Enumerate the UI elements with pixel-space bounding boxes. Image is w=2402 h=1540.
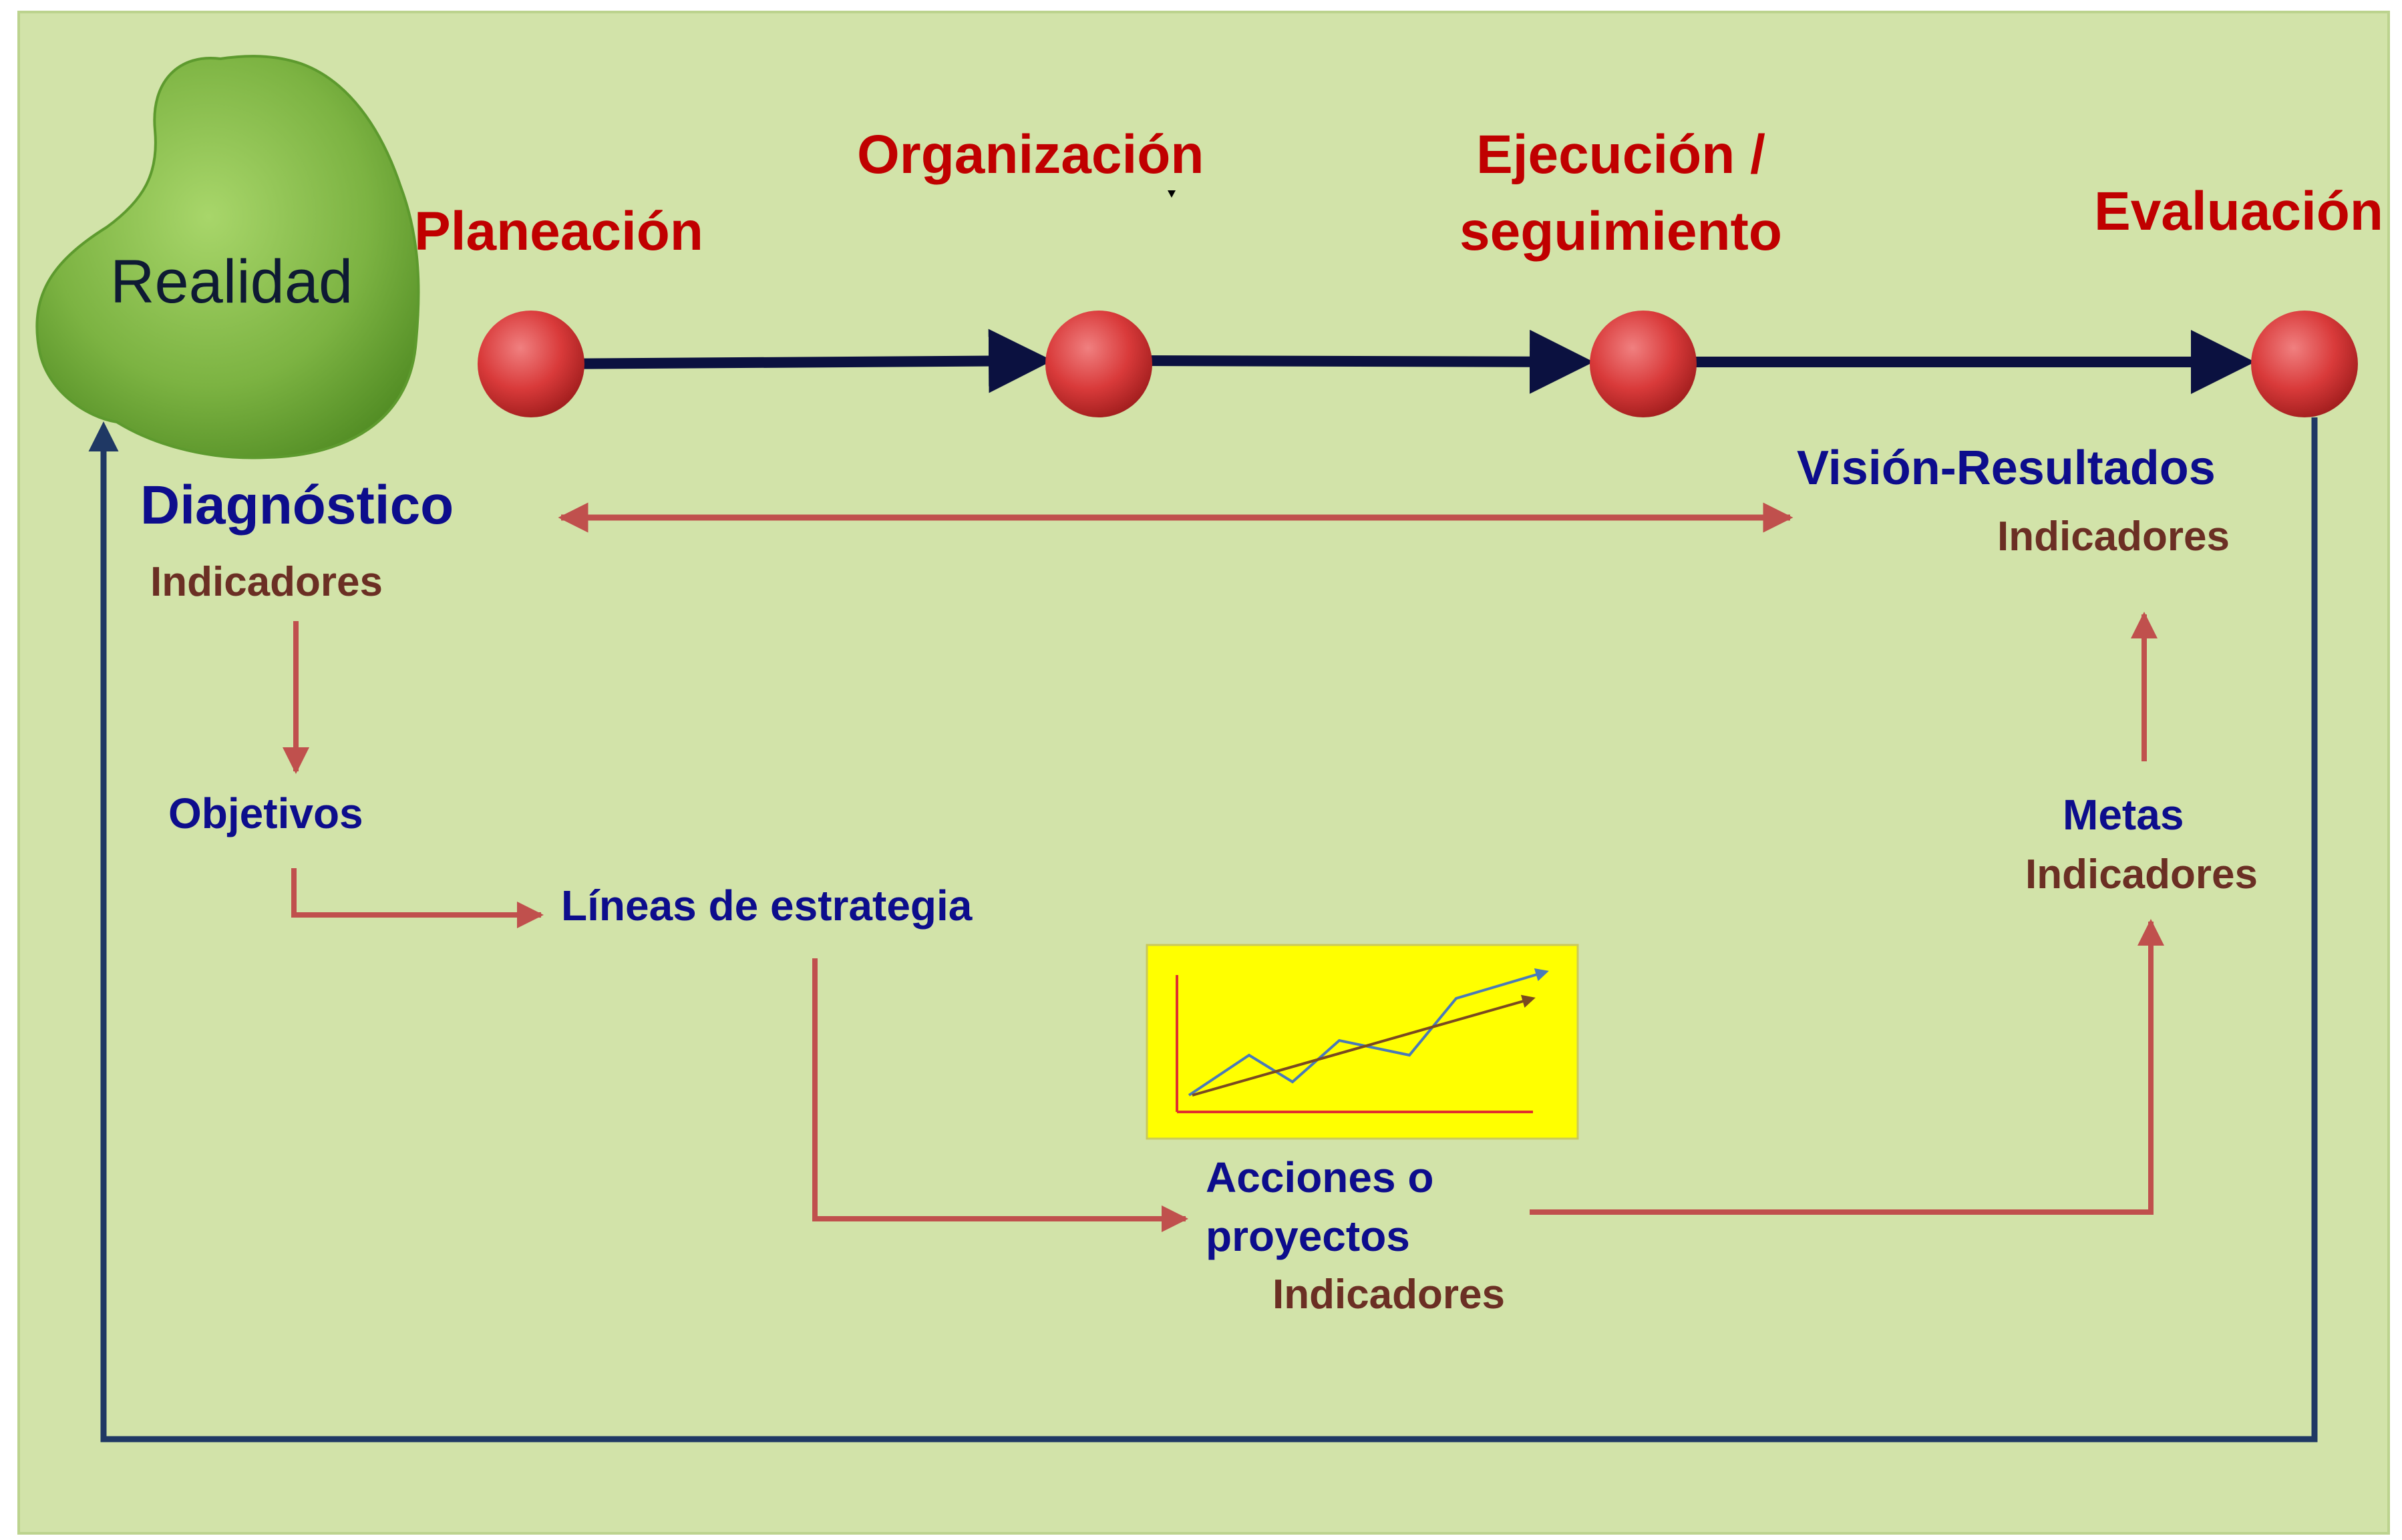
- vision-indicadores: Indicadores: [1997, 514, 2230, 560]
- phase-organizacion: Organización: [857, 124, 1204, 185]
- acciones-label-line1: Acciones o: [1206, 1153, 1434, 1201]
- objetivos-label: Objetivos: [168, 789, 363, 837]
- metas-indicadores: Indicadores: [2025, 851, 2258, 898]
- arrow-organizacion-ejecucion: [1135, 329, 1594, 394]
- acciones-label-line2: proyectos: [1206, 1212, 1410, 1260]
- phase-evaluacion: Evaluación: [2094, 181, 2383, 242]
- trend-chart-icon: [1146, 944, 1579, 1140]
- acciones-indicadores: Indicadores: [1272, 1272, 1505, 1318]
- small-marker-glyph: [1168, 190, 1176, 198]
- phase-ejecucion-line2: seguimiento: [1460, 201, 1782, 262]
- arrow-planeacion-organizacion: [547, 329, 1053, 393]
- circle-organizacion: [1045, 311, 1152, 417]
- diagnostico-indicadores: Indicadores: [150, 559, 383, 605]
- circle-ejecucion: [1590, 311, 1697, 417]
- realidad-label: Realidad: [110, 248, 353, 316]
- metas-label: Metas: [2063, 791, 2184, 839]
- arrow-acciones-metas: [1530, 919, 2164, 1215]
- phase-ejecucion-line1: Ejecución /: [1476, 124, 1765, 185]
- vision-resultados-label: Visión-Resultados: [1797, 441, 2216, 495]
- arrow-objetivos-lineas: [291, 868, 544, 928]
- circle-evaluacion: [2251, 311, 2358, 417]
- feedback-loop-arrow: [88, 417, 2318, 1442]
- phase-planeacion: Planeación: [414, 201, 703, 262]
- lineas-estrategia-label: Líneas de estrategia: [561, 882, 973, 930]
- arrow-lineas-acciones: [812, 958, 1188, 1232]
- diagnostico-label: Diagnóstico: [140, 475, 454, 536]
- realidad-blob: [35, 55, 420, 459]
- circle-planeacion: [478, 311, 584, 417]
